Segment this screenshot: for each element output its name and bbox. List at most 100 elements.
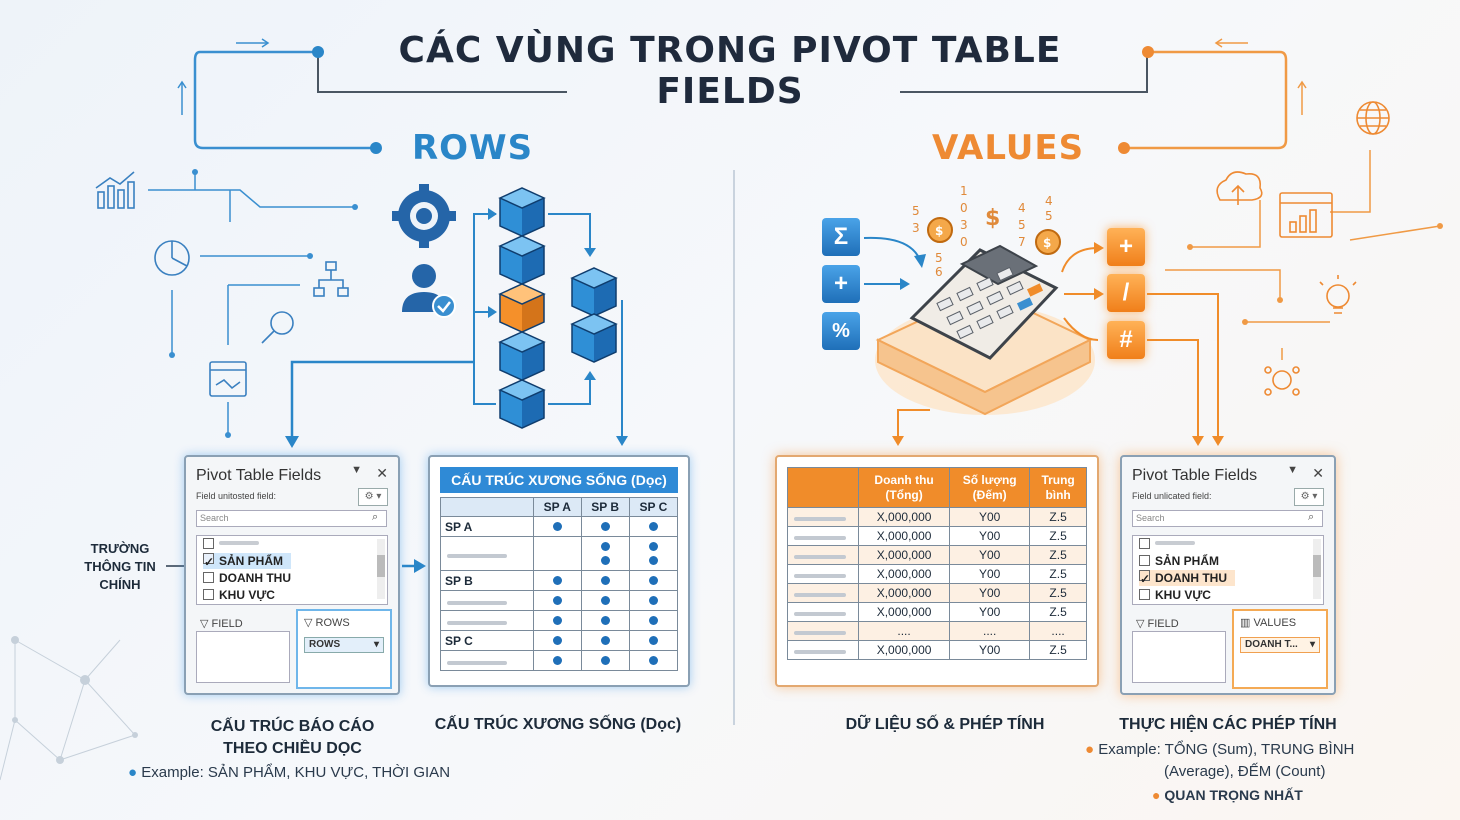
divide-op-icon: / [1107, 274, 1145, 312]
column-header: Số lượng (Đếm) [949, 467, 1031, 508]
close-icon[interactable]: ✕ [376, 465, 388, 481]
chevron-down-icon[interactable]: ▼ [1287, 464, 1298, 476]
field-list: ✓SẢN PHẨM DOANH THU KHU VỰC [196, 535, 388, 605]
table-cell: Z.5 [1029, 564, 1087, 584]
rows-chip[interactable]: ROWS▾ [304, 637, 384, 653]
row-label: SP C [440, 630, 534, 651]
column-header: SP B [580, 497, 630, 517]
chevron-down-icon[interactable]: ▼ [351, 464, 362, 476]
row-label: SP B [440, 570, 534, 591]
cube-stack-main [499, 187, 545, 429]
table-cell: X,000,000 [857, 545, 951, 565]
table-cell: Z.5 [1029, 602, 1087, 622]
svg-text:7: 7 [1018, 235, 1026, 249]
table-cell: X,000,000 [857, 507, 951, 527]
backbone-table-panel: CẤU TRÚC XƯƠNG SỐNG (Dọc) SP A SP B SP C… [428, 455, 690, 687]
search-input[interactable]: Search [1132, 510, 1323, 527]
values-caption-right: THỰC HIỆN CÁC PHÉP TÍNH [1119, 716, 1337, 733]
table-cell: Z.5 [1029, 583, 1087, 603]
sum-icon: Σ [822, 218, 860, 256]
table-cell: Y00 [949, 564, 1031, 584]
svg-text:5: 5 [935, 251, 943, 265]
table-cell: .... [1029, 621, 1087, 641]
rows-caption-right: CẤU TRÚC XƯƠNG SỐNG (Dọc) [434, 716, 682, 733]
backbone-table: SP A SP B SP C SP A SP B SP C [440, 497, 679, 671]
scrollbar[interactable] [377, 539, 385, 599]
backbone-table-title: CẤU TRÚC XƯƠNG SỐNG (Dọc) [440, 467, 678, 493]
values-caption-left: DỮ LIỆU SỐ & PHÉP TÍNH [845, 716, 1045, 733]
values-drop-area[interactable]: ▥ VALUES DOANH T...▾ [1232, 609, 1328, 689]
search-icon: ⌕ [1308, 511, 1315, 523]
rows-heading: ROWS [412, 128, 534, 168]
svg-text:5: 5 [1018, 218, 1026, 232]
table-cell: X,000,000 [857, 583, 951, 603]
list-item-product[interactable]: SẢN PHẨM [1139, 553, 1219, 569]
panel-title: Pivot Table Fields [196, 467, 322, 484]
column-header: Trung bình [1029, 467, 1087, 508]
values-example: ● Example: TỔNG (Sum), TRUNG BÌNH [1085, 741, 1355, 758]
table-cell: Z.5 [1029, 526, 1087, 546]
field-area-label: ▽ FIELD [1136, 618, 1179, 630]
rows-pivot-panel: Pivot Table Fields ▼ ✕ Field unitosted f… [184, 455, 400, 695]
table-row: ............ [787, 621, 1087, 641]
column-header: Doanh thu (Tổng) [857, 467, 951, 508]
plus-icon: + [822, 265, 860, 303]
gear-icon [392, 184, 456, 248]
svg-text:$: $ [985, 206, 1000, 231]
calculator-icon [875, 244, 1095, 416]
list-item[interactable] [203, 536, 259, 552]
svg-text:5: 5 [912, 204, 920, 218]
close-icon[interactable]: ✕ [1312, 465, 1324, 481]
gear-icon[interactable]: ⚙ ▾ [358, 488, 388, 506]
field-area-label: ▽ FIELD [200, 618, 243, 630]
svg-text:$: $ [935, 224, 943, 238]
field-list: SẢN PHẨM ✓DOANH THU KHU VỰC [1132, 535, 1324, 605]
table-cell: Y00 [949, 507, 1031, 527]
svg-text:3: 3 [912, 221, 920, 235]
panel-subtitle: Field unitosted field: [196, 491, 277, 501]
gear-icon[interactable]: ⚙ ▾ [1294, 488, 1324, 506]
values-table: Doanh thu (Tổng) Số lượng (Đếm) Trung bì… [787, 467, 1087, 660]
table-cell: .... [949, 621, 1031, 641]
table-cell: Y00 [949, 545, 1031, 565]
list-item-revenue[interactable]: ✓DOANH THU [1139, 570, 1235, 586]
list-item[interactable] [1139, 536, 1195, 552]
field-drop-area[interactable] [196, 631, 290, 683]
main-field-label: TRƯỜNG THÔNG TIN CHÍNH [84, 541, 156, 592]
table-cell: .... [857, 621, 951, 641]
svg-text:4: 4 [1045, 194, 1053, 208]
rows-caption-left: CẤU TRÚC BÁO CÁO THEO CHIỀU DỌC [210, 718, 375, 757]
table-cell: Z.5 [1029, 507, 1087, 527]
panel-title: Pivot Table Fields [1132, 467, 1258, 484]
list-item-region[interactable]: KHU VỰC [203, 587, 275, 603]
svg-text:0: 0 [960, 201, 968, 215]
values-heading: VALUES [932, 128, 1085, 168]
rows-example: ● Example: SẢN PHẨM, KHU VỰC, THỜI GIAN [128, 764, 451, 781]
table-cell: X,000,000 [857, 640, 951, 660]
svg-text:6: 6 [935, 265, 943, 279]
list-item-region[interactable]: KHU VỰC [1139, 587, 1211, 603]
table-cell: Z.5 [1029, 545, 1087, 565]
values-area-label: ▥ VALUES [1240, 617, 1297, 629]
search-input[interactable]: Search [196, 510, 387, 527]
page-title: CÁC VÙNG TRONG PIVOT TABLE FIELDS [398, 30, 1062, 112]
list-item-product[interactable]: ✓SẢN PHẨM [203, 553, 292, 569]
panel-subtitle: Field unlicated field: [1132, 491, 1212, 501]
field-drop-area[interactable] [1132, 631, 1226, 683]
user-check-icon [402, 264, 456, 318]
table-cell: Z.5 [1029, 640, 1087, 660]
table-cell: Y00 [949, 602, 1031, 622]
table-cell: Y00 [949, 526, 1031, 546]
add-op-icon: + [1107, 228, 1145, 266]
scrollbar[interactable] [1313, 539, 1321, 599]
rows-drop-area[interactable]: ▽ ROWS ROWS▾ [296, 609, 392, 689]
table-cell: X,000,000 [857, 526, 951, 546]
values-chip[interactable]: DOANH T...▾ [1240, 637, 1320, 653]
list-item-revenue[interactable]: DOANH THU [203, 570, 291, 586]
importance-note: ● QUAN TRỌNG NHẤT [1152, 787, 1303, 803]
